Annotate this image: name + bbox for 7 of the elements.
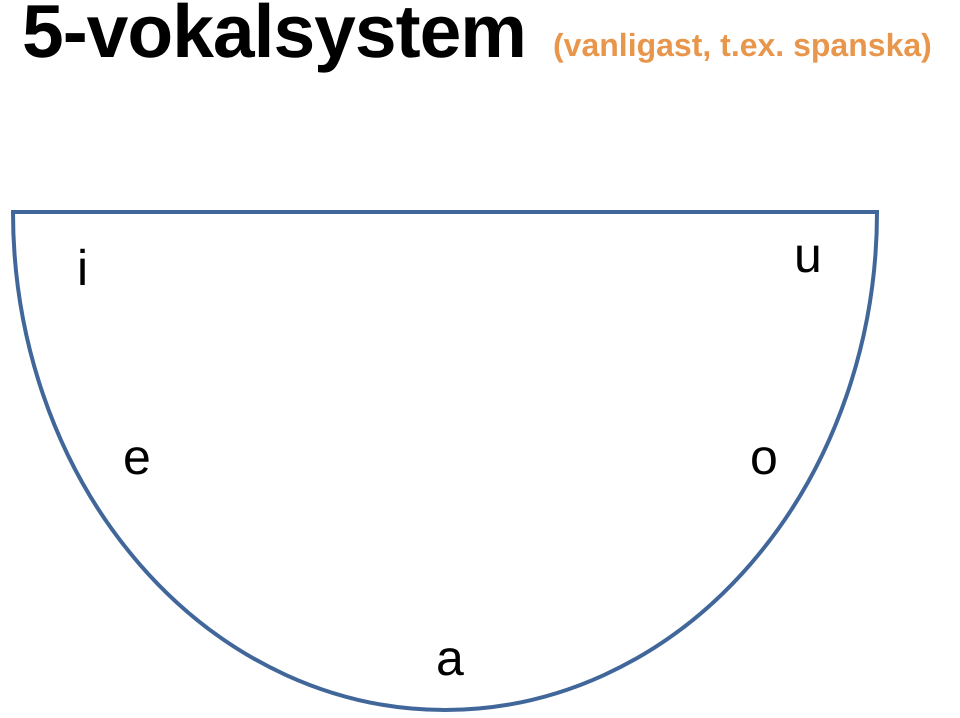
vowel-label: i [77, 243, 88, 293]
subtitle: (vanligast, t.ex. spanska) [553, 28, 932, 64]
title: 5-vokalsystem [22, 0, 526, 72]
vowel-label: u [794, 230, 822, 280]
vowel-label: o [750, 432, 778, 482]
vowel-label: a [436, 633, 464, 683]
vowel-label: e [123, 432, 151, 482]
